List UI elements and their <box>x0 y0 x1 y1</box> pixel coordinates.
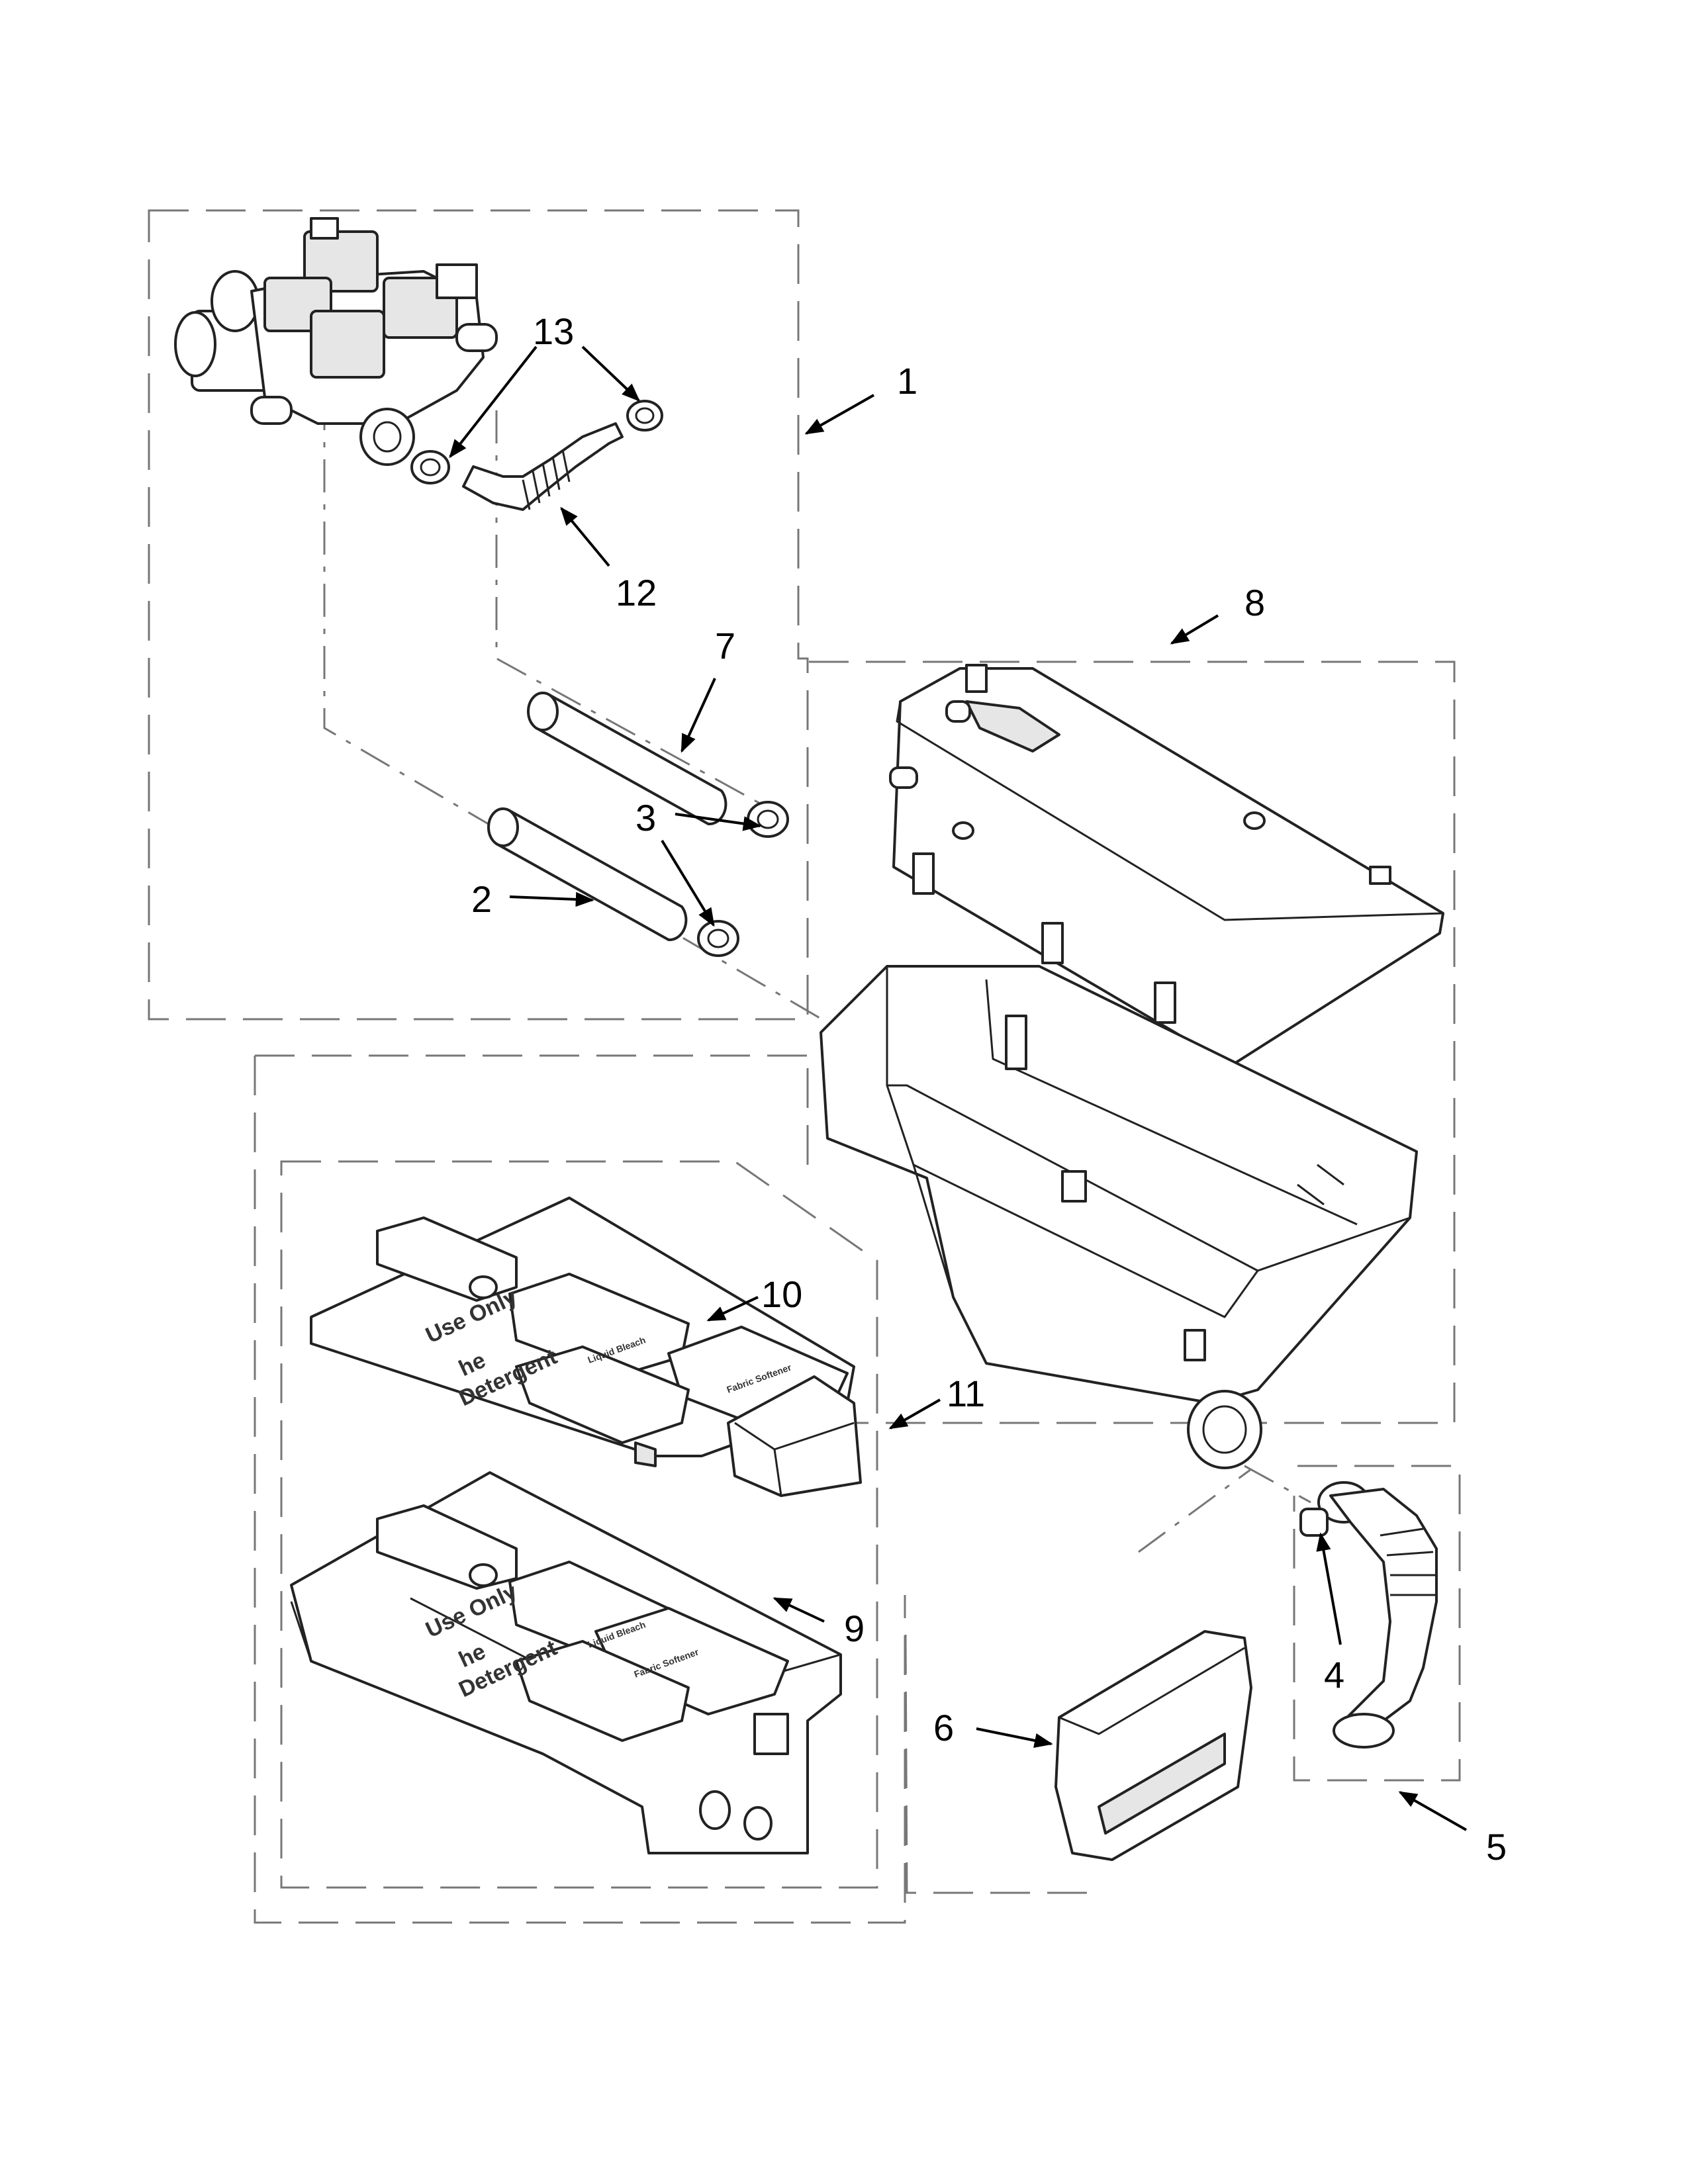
leader-8 <box>1170 614 1219 645</box>
drawer-insert: Use Only he Detergent Liquid Bleach Fabr… <box>310 1197 855 1467</box>
group-box-dispenser-housing <box>808 660 1456 1424</box>
centerline-handle <box>1138 1468 1252 1553</box>
leader-9 <box>773 1597 825 1623</box>
callout-10: 10 <box>761 1273 802 1315</box>
siphon-cap <box>727 1375 862 1497</box>
callout-6: 6 <box>933 1707 954 1749</box>
tube-lower <box>487 807 688 942</box>
clamp-lower <box>697 920 739 957</box>
leader-13b <box>581 345 641 402</box>
group-box-drain-hose <box>1293 1465 1461 1782</box>
group-box-valve-assembly <box>148 209 809 1021</box>
hose-clamp-right <box>626 400 663 432</box>
callout-1: 1 <box>897 360 917 402</box>
centerline-drain <box>1244 1465 1311 1504</box>
leader-2 <box>509 891 594 907</box>
leader-11 <box>888 1398 941 1430</box>
leader-10 <box>706 1296 759 1322</box>
corrugated-hose <box>462 422 624 511</box>
drawer-handle <box>1055 1630 1252 1861</box>
clamp-upper <box>747 801 789 838</box>
hose-clamp-left <box>410 450 450 484</box>
callout-2: 2 <box>471 878 492 920</box>
dispenser-housing <box>820 965 1418 1469</box>
water-inlet-valve <box>174 217 498 466</box>
callout-9: 9 <box>844 1608 865 1649</box>
group-box-handle <box>904 1634 1092 1894</box>
leader-12 <box>560 506 610 567</box>
callout-11: 11 <box>947 1373 985 1414</box>
leader-3b <box>661 839 715 927</box>
group-box-drawer-assembly <box>254 1052 906 1924</box>
leader-13a <box>449 345 538 459</box>
callout-8: 8 <box>1244 582 1265 623</box>
drain-hose <box>1299 1481 1438 1749</box>
group-box-drawer-inner <box>280 1160 878 1889</box>
drawer-base: Use Only he Detergent Liquid Bleach Fabr… <box>290 1471 842 1854</box>
leader-6 <box>976 1727 1053 1748</box>
callout-13: 13 <box>533 310 574 352</box>
dispenser-lid <box>889 664 1444 1067</box>
callout-5: 5 <box>1486 1826 1507 1868</box>
callout-3: 3 <box>635 797 656 839</box>
leader-4 <box>1316 1532 1342 1645</box>
callout-4: 4 <box>1324 1654 1344 1696</box>
leader-5 <box>1398 1791 1467 1831</box>
centerline-valve <box>323 397 828 1024</box>
leader-3a <box>675 813 762 831</box>
tube-upper <box>527 692 727 826</box>
leader-7 <box>680 678 716 753</box>
leader-1 <box>804 394 874 435</box>
callout-12: 12 <box>616 572 657 614</box>
callout-7: 7 <box>715 625 735 666</box>
